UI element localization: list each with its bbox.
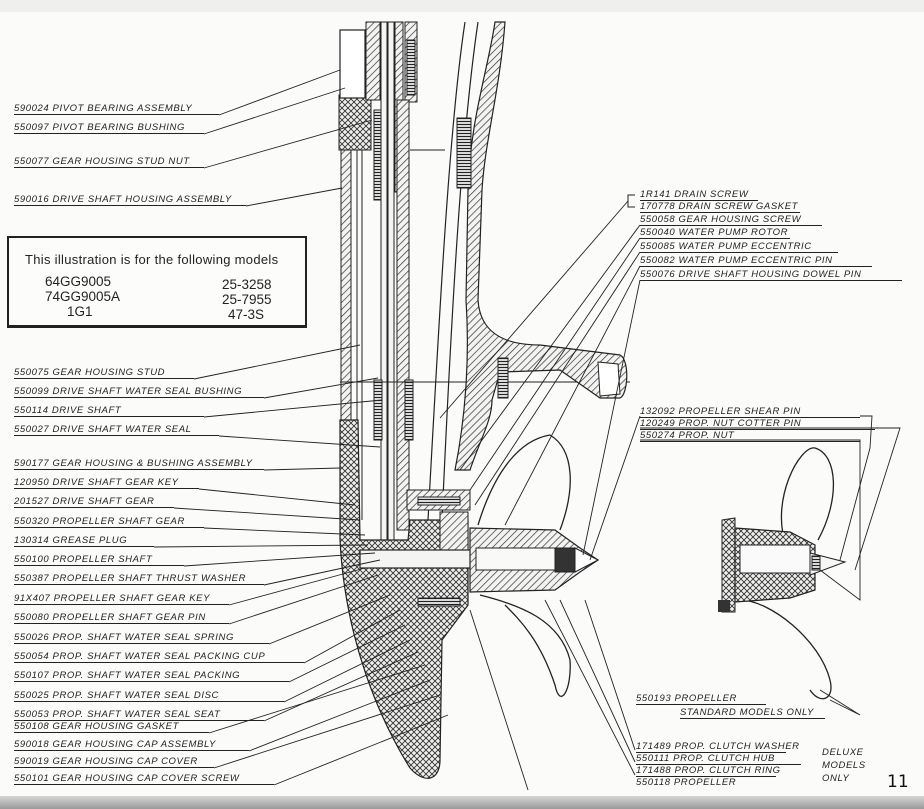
leader-line <box>203 119 373 169</box>
part-label: 590019 GEAR HOUSING CAP COVER <box>14 756 214 768</box>
leader-line <box>303 609 401 664</box>
page-number: 11 <box>887 772 909 792</box>
part-label: 120249 PROP. NUT COTTER PIN <box>640 418 875 430</box>
leader-line <box>288 624 406 683</box>
leader-line <box>173 507 361 521</box>
leader-line <box>193 344 361 380</box>
left-leader-lines <box>153 69 449 786</box>
scan-bottom-edge <box>0 796 924 809</box>
deluxe-note-line: ONLY <box>822 773 850 784</box>
part-label: 550118 PROPELLER <box>636 777 737 785</box>
part-label: 550320 PROPELLER SHAFT GEAR <box>14 516 204 528</box>
part-label: 550053 PROP. SHAFT WATER SEAL SEAT <box>14 709 264 721</box>
leader-line <box>248 679 431 752</box>
model-number: 64GG9005 <box>45 274 112 289</box>
gear-housing-rear-leg <box>454 21 628 471</box>
leader-line <box>268 594 391 645</box>
exhaust-tube <box>427 21 479 521</box>
part-label: 550101 GEAR HOUSING CAP COVER SCREW <box>14 773 274 785</box>
model-number: 1G1 <box>67 304 93 319</box>
leader-line <box>183 552 376 567</box>
part-label: 550111 PROP. CLUTCH HUB <box>636 753 801 765</box>
part-label: 1R141 DRAIN SCREW <box>640 189 758 201</box>
part-label: 550026 PROP. SHAFT WATER SEAL SPRING <box>14 632 269 644</box>
part-label: 550387 PROPELLER SHAFT THRUST WASHER <box>14 573 264 585</box>
part-label: 590016 DRIVE SHAFT HOUSING ASSEMBLY <box>14 194 246 206</box>
part-label: 550193 PROPELLER <box>636 693 766 705</box>
model-number: 47-3S <box>228 307 265 322</box>
part-label: 171489 PROP. CLUTCH WASHER <box>636 741 800 753</box>
scan-edge-shadow <box>0 0 924 12</box>
leader-line <box>273 714 449 786</box>
leader-line <box>213 694 441 769</box>
standard-propeller-blades <box>477 434 571 697</box>
leader-line <box>245 187 343 207</box>
part-label: 550100 PROPELLER SHAFT <box>14 554 184 566</box>
leader-line <box>203 399 383 418</box>
leader-line <box>218 69 341 116</box>
part-label: 550274 PROP. NUT <box>640 430 860 442</box>
part-label: 550027 DRIVE SHAFT WATER SEAL <box>14 424 219 436</box>
leader-line <box>228 574 379 625</box>
model-number: 25-3258 <box>222 277 272 292</box>
part-label: 590024 PIVOT BEARING ASSEMBLY <box>14 103 219 115</box>
part-label: 550085 WATER PUMP ECCENTRIC <box>640 241 838 253</box>
standard-models-note: STANDARD MODELS ONLY <box>680 707 825 719</box>
part-label: 130314 GREASE PLUG <box>14 535 154 547</box>
part-label: 550082 WATER PUMP ECCENTRIC PIN <box>640 255 872 267</box>
part-label: 550058 GEAR HOUSING SCREW <box>640 214 822 226</box>
leader-line <box>263 559 381 586</box>
leader-line <box>208 664 426 734</box>
part-label: 550099 DRIVE SHAFT WATER SEAL BUSHING <box>14 386 264 398</box>
part-label: 550097 PIVOT BEARING BUSHING <box>14 122 204 134</box>
propeller-shaft <box>359 527 600 593</box>
leader-line <box>263 651 419 722</box>
part-label: 91X407 PROPELLER SHAFT GEAR KEY <box>14 593 229 605</box>
leader-line <box>228 567 366 606</box>
part-label: 171488 PROP. CLUTCH RING <box>636 765 781 777</box>
deluxe-note-line: MODELS <box>822 760 866 771</box>
part-label: 550114 DRIVE SHAFT <box>14 405 204 417</box>
deluxe-propeller-assembly <box>718 447 847 700</box>
leader-line <box>263 467 341 471</box>
leader-line <box>203 87 346 135</box>
model-number: 74GG9005A <box>45 289 121 304</box>
leader-line <box>153 544 369 548</box>
part-label: 550040 WATER PUMP ROTOR <box>640 227 790 239</box>
part-label: 550076 DRIVE SHAFT HOUSING DOWEL PIN <box>640 269 902 281</box>
model-number: 25-7955 <box>222 292 272 307</box>
right-leader-lines <box>439 194 901 791</box>
part-label: 132092 PROPELLER SHEAR PIN <box>640 406 860 418</box>
models-box-title: This illustration is for the following m… <box>25 252 279 267</box>
models-info-box: This illustration is for the following m… <box>7 236 307 328</box>
leader-line <box>203 527 366 536</box>
leader-line <box>263 377 379 399</box>
leader-line <box>283 639 411 703</box>
part-label: 550107 PROP. SHAFT WATER SEAL PACKING <box>14 670 289 682</box>
part-label: 550054 PROP. SHAFT WATER SEAL PACKING CU… <box>14 651 304 663</box>
leader-line <box>218 435 381 448</box>
part-label: 550075 GEAR HOUSING STUD <box>14 367 194 379</box>
part-label: 590018 GEAR HOUSING CAP ASSEMBLY <box>14 739 249 751</box>
part-label: 550077 GEAR HOUSING STUD NUT <box>14 156 204 168</box>
part-label: 120950 DRIVE SHAFT GEAR KEY <box>14 477 199 489</box>
part-label: 550080 PROPELLER SHAFT GEAR PIN <box>14 612 229 624</box>
part-label: 201527 DRIVE SHAFT GEAR <box>14 496 174 508</box>
part-label: 170778 DRAIN SCREW GASKET <box>640 201 800 213</box>
leader-line <box>198 488 356 506</box>
gear-housing <box>339 419 471 779</box>
part-label: 550025 PROP. SHAFT WATER SEAL DISC <box>14 690 284 702</box>
part-label: 550108 GEAR HOUSING GASKET <box>14 721 209 733</box>
part-label: 590177 GEAR HOUSING & BUSHING ASSEMBLY <box>14 458 264 470</box>
deluxe-note-line: DELUXE <box>822 747 864 758</box>
